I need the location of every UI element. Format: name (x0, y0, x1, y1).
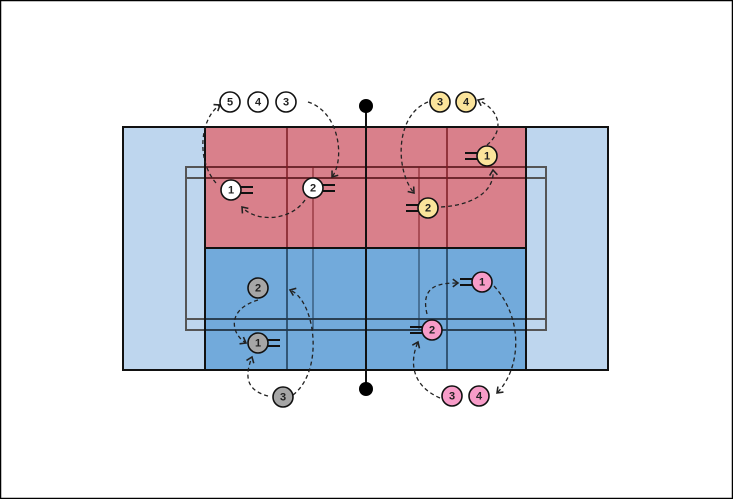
racket-icon (460, 278, 472, 286)
players: 1 2 5 4 3 1 2 3 4 2 1 3 1 2 3 4 (219, 91, 498, 408)
player-marker (471, 271, 493, 293)
player-number: 4 (255, 97, 262, 109)
arrow-gray-2-to-1 (233, 299, 259, 345)
player-marker (272, 386, 294, 408)
arrow-white-1-out (202, 103, 222, 184)
player-number: 2 (310, 183, 316, 195)
player-number: 3 (280, 392, 286, 404)
arrow-pink-in (411, 340, 441, 399)
player-yellow-3: 3 (429, 91, 451, 113)
arrow-yellow-in (400, 101, 429, 195)
outer-area-right (526, 127, 608, 370)
player-marker (455, 91, 477, 113)
player-number: 4 (463, 97, 470, 109)
player-number: 1 (484, 151, 490, 163)
arrow-gray-in (288, 287, 314, 396)
arrow-white-2-to-1 (241, 199, 306, 219)
player-white-1: 1 (220, 179, 253, 201)
net (359, 99, 373, 396)
player-marker (302, 177, 324, 199)
racket-icon (241, 186, 253, 194)
racket-icon (410, 326, 422, 334)
net-post-bottom (359, 382, 373, 396)
player-number: 5 (227, 97, 233, 109)
player-pink-2: 2 (410, 319, 443, 341)
player-marker (247, 277, 269, 299)
player-gray-3: 3 (272, 386, 294, 408)
player-pink-1: 1 (460, 271, 493, 293)
player-marker (275, 91, 297, 113)
player-marker (441, 385, 463, 407)
racket-icon (323, 184, 335, 192)
racket-icon (406, 204, 418, 212)
player-pink-3: 3 (441, 385, 463, 407)
player-number: 1 (255, 338, 261, 350)
player-marker (417, 197, 439, 219)
player-white-5: 5 (219, 91, 241, 113)
player-marker (421, 319, 443, 341)
arrow-pink-2-to-1 (424, 278, 460, 315)
player-marker (468, 385, 490, 407)
player-gray-2: 2 (247, 277, 269, 299)
player-number: 3 (437, 97, 443, 109)
arrow-gray-1-out (246, 355, 269, 397)
player-marker (476, 145, 498, 167)
player-number: 2 (429, 325, 435, 337)
arrow-pink-1-out (493, 285, 517, 394)
outer-area-left (123, 127, 205, 370)
player-yellow-2: 2 (406, 197, 439, 219)
player-number: 3 (283, 97, 289, 109)
player-marker (219, 91, 241, 113)
arrow-yellow-1-out (476, 97, 499, 146)
arrow-yellow-2-to-1 (440, 168, 498, 208)
player-pink-4: 4 (468, 385, 490, 407)
player-white-3: 3 (275, 91, 297, 113)
player-number: 2 (425, 203, 431, 215)
movement-arrows (202, 97, 517, 399)
racket-icon (268, 339, 280, 347)
player-yellow-1: 1 (465, 145, 498, 167)
player-gray-1: 1 (247, 332, 280, 354)
arrow-white-in (307, 101, 340, 179)
net-post-top (359, 99, 373, 113)
player-number: 3 (449, 391, 455, 403)
player-number: 4 (476, 391, 483, 403)
racket-icon (465, 152, 477, 160)
player-white-2: 2 (302, 177, 335, 199)
player-number: 1 (479, 277, 485, 289)
player-marker (429, 91, 451, 113)
player-number: 2 (255, 283, 261, 295)
player-yellow-4: 4 (455, 91, 477, 113)
player-marker (247, 91, 269, 113)
player-marker (247, 332, 269, 354)
player-number: 1 (228, 185, 234, 197)
player-marker (220, 179, 242, 201)
player-white-4: 4 (247, 91, 269, 113)
